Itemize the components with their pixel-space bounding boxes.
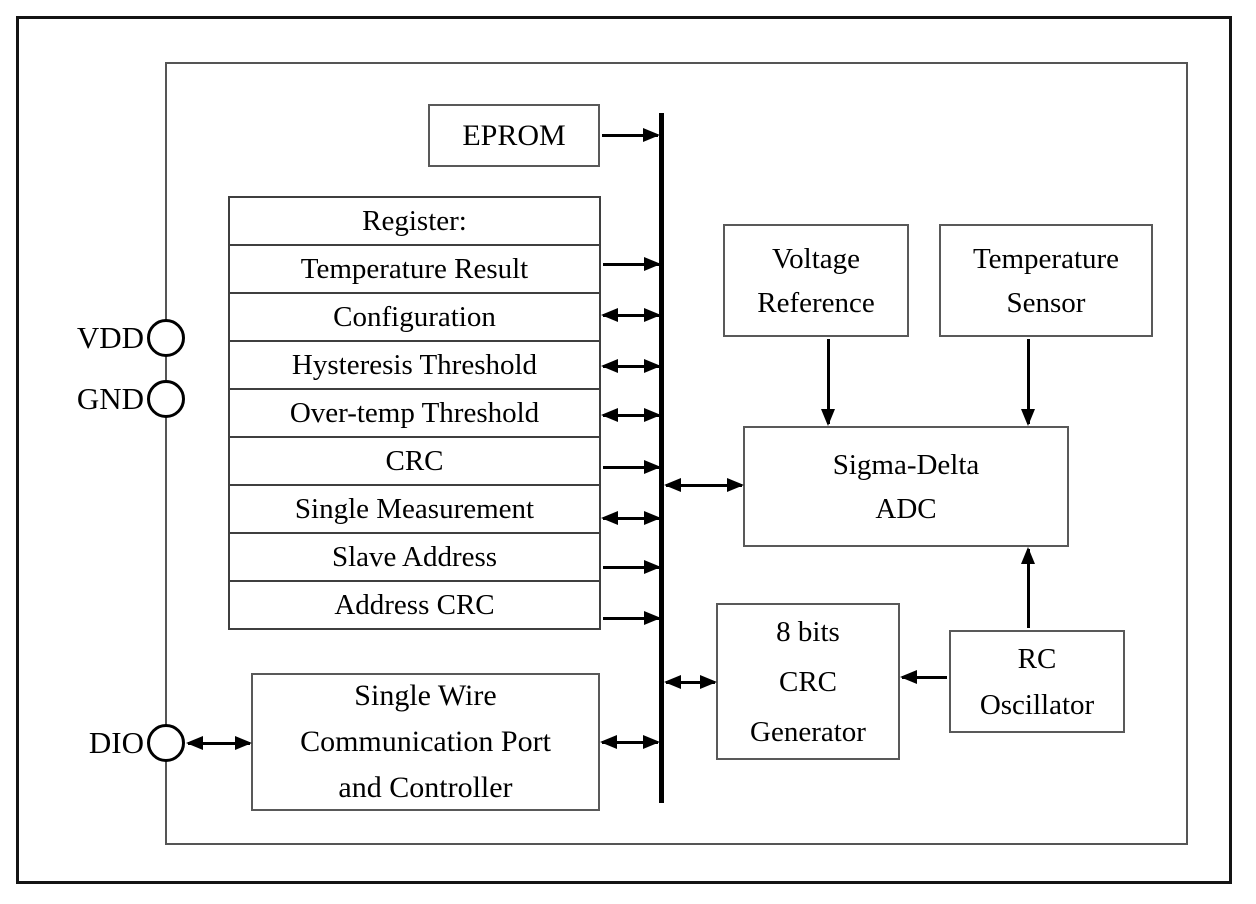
block-crc-generator-label: 8 bits <box>776 615 840 648</box>
arrow-dio-single-wire-bidir <box>186 736 252 750</box>
block-sigma-delta-adc-label: ADC <box>875 492 937 525</box>
block-temperature-sensor: Temperature Sensor <box>939 224 1153 337</box>
pin-vdd <box>147 319 185 357</box>
register-row-hysteresis-threshold: Hysteresis Threshold <box>230 340 599 388</box>
block-rc-oscillator: RC Oscillator <box>949 630 1125 733</box>
block-crc-generator: 8 bits CRC Generator <box>716 603 900 760</box>
register-row-configuration: Configuration <box>230 292 599 340</box>
block-register-file: Register: Temperature Result Configurati… <box>228 196 601 630</box>
arrow-rc-oscillator-to-crc-generator <box>900 670 949 684</box>
register-row-crc: CRC <box>230 436 599 484</box>
register-header: Register: <box>362 204 467 237</box>
block-temperature-sensor-label: Sensor <box>1006 286 1086 319</box>
block-eprom: EPROM <box>428 104 600 167</box>
block-single-wire-port-label: Single Wire <box>354 679 497 712</box>
internal-bus-line <box>659 113 664 803</box>
register-row-over-temp-threshold: Over-temp Threshold <box>230 388 599 436</box>
arrow-temperature-sensor-to-adc <box>1021 337 1035 426</box>
block-single-wire-port: Single Wire Communication Port and Contr… <box>251 673 600 811</box>
arrow-temperature-result-to-bus <box>601 257 661 271</box>
block-temperature-sensor-label: Temperature <box>972 242 1120 275</box>
register-row-slave-address: Slave Address <box>230 532 599 580</box>
block-rc-oscillator-label: RC <box>1017 642 1057 675</box>
pin-gnd <box>147 380 185 418</box>
chip-boundary <box>165 62 1188 845</box>
outer-frame <box>16 16 1232 884</box>
block-voltage-reference-label: Reference <box>757 286 875 319</box>
register-row-temperature-result: Temperature Result <box>230 244 599 292</box>
block-crc-generator-label: CRC <box>778 665 838 698</box>
block-voltage-reference-label: Voltage <box>771 242 861 275</box>
arrow-hysteresis-bus-bidir <box>601 359 661 373</box>
arrow-rc-oscillator-to-adc <box>1021 547 1035 630</box>
arrow-slave-address-to-bus <box>601 560 661 574</box>
arrow-over-temp-bus-bidir <box>601 408 661 422</box>
arrow-bus-adc-bidir <box>664 478 744 492</box>
block-sigma-delta-adc-label: Sigma-Delta <box>832 448 980 481</box>
pin-label-gnd: GND <box>76 381 144 416</box>
arrow-voltage-reference-to-adc <box>821 337 835 426</box>
arrow-address-crc-to-bus <box>601 611 661 625</box>
block-rc-oscillator-label: Oscillator <box>979 688 1095 721</box>
block-voltage-reference: Voltage Reference <box>723 224 909 337</box>
register-row-single-measurement: Single Measurement <box>230 484 599 532</box>
pin-label-vdd: VDD <box>76 320 144 355</box>
block-single-wire-port-label: Communication Port <box>300 725 551 758</box>
arrow-bus-crc-generator-bidir <box>664 675 717 689</box>
block-eprom-label: EPROM <box>462 118 566 152</box>
block-crc-generator-label: Generator <box>750 715 866 748</box>
block-single-wire-port-label: and Controller <box>338 771 513 804</box>
register-row-address-crc: Address CRC <box>230 580 599 628</box>
block-sigma-delta-adc: Sigma-Delta ADC <box>743 426 1069 547</box>
arrow-eprom-to-bus <box>600 128 660 142</box>
arrow-single-wire-bus-bidir <box>600 735 660 749</box>
pin-dio <box>147 724 185 762</box>
pin-label-dio: DIO <box>88 725 144 760</box>
arrow-configuration-bus-bidir <box>601 308 661 322</box>
arrow-crc-to-bus <box>601 460 661 474</box>
arrow-single-measurement-bus-bidir <box>601 511 661 525</box>
